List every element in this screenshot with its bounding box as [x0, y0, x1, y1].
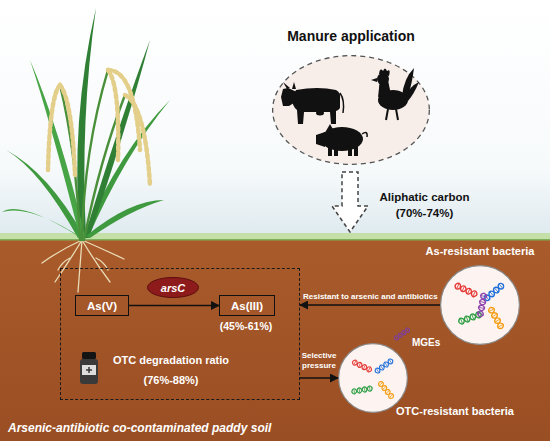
shape-outline: [272, 55, 430, 165]
species-box: As(III): [219, 295, 275, 316]
manure-ellipse: Manure application: [272, 55, 430, 165]
soil: [0, 240, 550, 441]
node-text: OTC degradation ratio (76%-88%): [96, 350, 246, 390]
shape-fill: [148, 278, 199, 298]
percentage-label: (45%-61%): [214, 320, 278, 332]
shape-fill: [339, 344, 408, 413]
bacteria-circle: OTC-resistant bacteria: [338, 343, 408, 413]
process-box: OTC degradation ratio (76%-88%) As(V) arsC…: [60, 268, 300, 400]
annotation-text: Aliphatic carbon (70%-74%): [372, 189, 477, 221]
grass-strip: [0, 233, 550, 240]
rice-stems: [60, 70, 125, 240]
shape-fill: [273, 56, 430, 165]
mge-label: MGEs: [412, 337, 440, 348]
node-text: As(V): [87, 300, 117, 312]
arrow-connector: [129, 305, 219, 307]
node-text: Manure application: [262, 28, 440, 44]
arrow-connector: [300, 304, 440, 306]
edge-label: Selective pressure: [299, 351, 339, 371]
shape-outline: [338, 343, 408, 413]
soil-caption: Arsenic-antibiotic co-contaminated paddy…: [8, 421, 271, 435]
shape-outline: [440, 265, 520, 345]
node-text: arsC: [161, 282, 185, 294]
gene-oval: arsC: [147, 277, 199, 298]
antibiotic-bottle-icon: [80, 352, 98, 384]
ground-line: [0, 239, 550, 241]
rice-roots: [42, 240, 124, 292]
edge-label: Resistant to arsenic and antibiotics: [303, 292, 438, 302]
node-text: OTC-resistant bacteria: [396, 405, 514, 417]
sky: [0, 0, 550, 240]
species-box: As(V): [75, 295, 129, 316]
node-text: As-resistant bacteria: [415, 245, 545, 257]
node-text: As(III): [231, 300, 263, 312]
rice-panicles: [48, 70, 150, 185]
bacteria-circle: As-resistant bacteria: [440, 265, 520, 345]
mge-dna-icon: [393, 327, 410, 341]
rice-leaves: [2, 8, 170, 238]
carbon-flow-arrow: [332, 172, 368, 232]
arrow-connector: [300, 377, 338, 379]
shape-fill: [441, 266, 520, 345]
